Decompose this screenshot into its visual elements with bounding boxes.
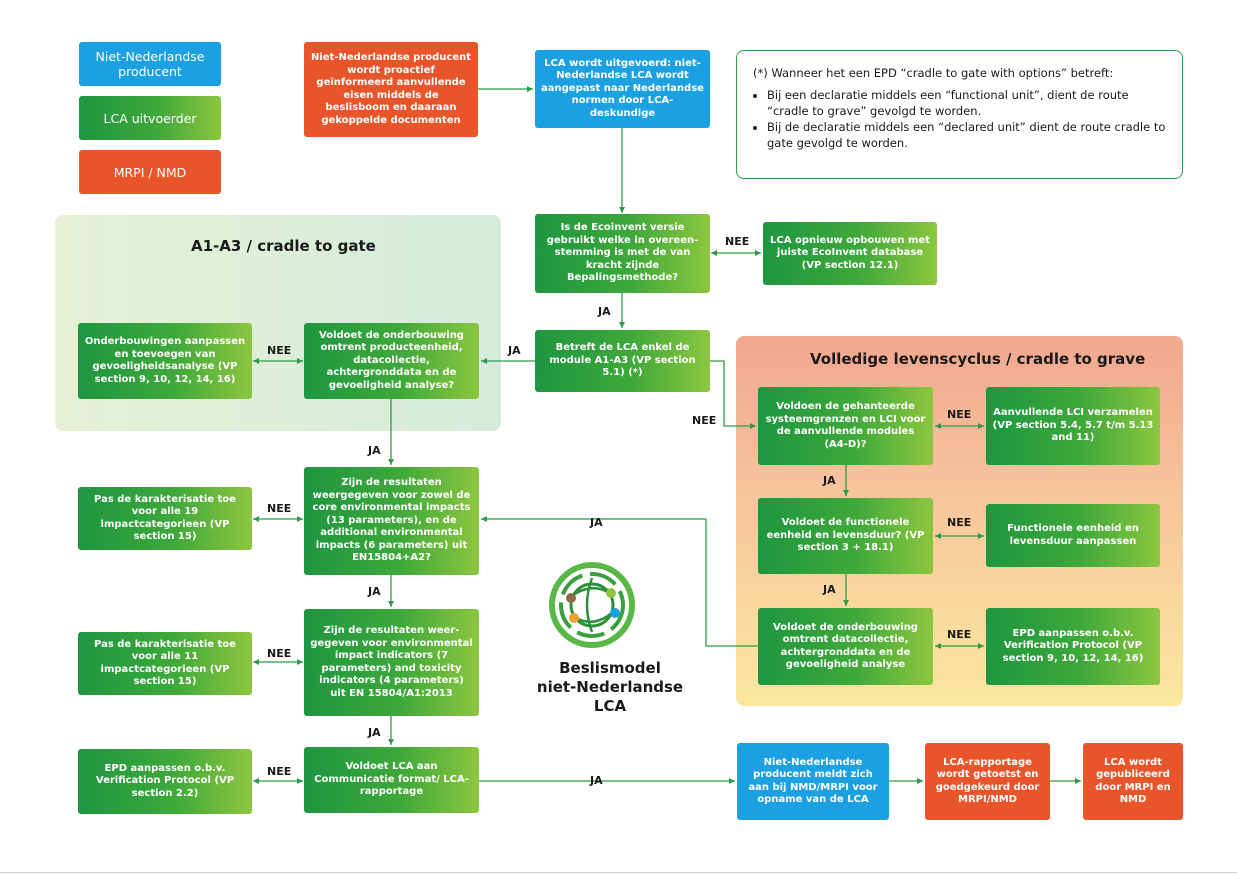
label-ja-results19: JA	[368, 585, 381, 598]
label-nee-sysbound: NEE	[947, 408, 972, 421]
box-communication-question: Voldoet LCA aan Communicatie format/ LCA…	[304, 747, 479, 813]
box-epd-adjust-vp: EPD aanpassen o.b.v. Verification Protoc…	[986, 608, 1160, 685]
box-data-collection-question: Voldoet de onderbouwing omtrent datacoll…	[758, 608, 933, 685]
box-epd-adjust-comm: EPD aanpassen o.b.v. Verification Protoc…	[78, 749, 252, 814]
note-item: Bij een declaratie middels een “function…	[767, 87, 1166, 119]
box-extra-lci: Aanvullende LCI verzamelen (VP section 5…	[986, 387, 1160, 465]
box-functional-unit-question: Voldoet de functionele eenheid en levens…	[758, 498, 933, 574]
label-nee-foundation: NEE	[267, 344, 292, 357]
label-ja-results11: JA	[368, 726, 381, 739]
note-list: Bij een declaratie middels een “function…	[753, 87, 1166, 151]
note-cradle-to-gate-options: (*) Wanneer het een EPD “cradle to gate …	[736, 50, 1183, 179]
label-ja-foundation: JA	[368, 444, 381, 457]
note-item: Bij de declaratie middels een “declared …	[767, 119, 1166, 151]
legend-mrpi: MRPI / NMD	[79, 150, 221, 194]
box-producer-notifies: Niet-Nederlandse producent meldt zich aa…	[737, 743, 889, 820]
label-nee-datacoll: NEE	[947, 628, 972, 641]
legend-producer: Niet-Nederlandse producent	[79, 42, 221, 86]
region-cradle-to-grave-title: Volledige levenscyclus / cradle to grave	[810, 350, 1146, 368]
label-nee-results19: NEE	[267, 502, 292, 515]
label-nee-comm: NEE	[267, 765, 292, 778]
box-ecoinvent-question: Is de Ecoinvent versie gebruikt welke in…	[535, 214, 710, 293]
box-report-tested: LCA-rapportage wordt getoetst en goedgek…	[925, 743, 1050, 820]
box-results-11-question: Zijn de resultaten weer-gegeven voor env…	[304, 609, 479, 716]
label-ja-datacoll: JA	[590, 516, 603, 529]
note-intro: (*) Wanneer het een EPD “cradle to gate …	[753, 66, 1114, 80]
footer-divider	[0, 872, 1237, 873]
box-lca-published: LCA wordt gepubliceerd door MRPI en NMD	[1083, 743, 1183, 820]
box-adjust-foundation: Onderbouwingen aanpassen en toevoegen va…	[78, 323, 252, 399]
box-foundation-question: Voldoet de onderbouwing omtrent producte…	[304, 323, 479, 399]
arrow-datacoll-to-results19	[481, 516, 758, 647]
label-nee-funcunit: NEE	[947, 516, 972, 529]
box-results-19-question: Zijn de resultaten weergegeven voor zowe…	[304, 467, 479, 575]
label-ja-module: JA	[508, 344, 521, 357]
label-ja-comm: JA	[590, 774, 603, 787]
label-nee-ecoinvent: NEE	[725, 235, 750, 248]
box-system-boundaries-question: Voldoen de gehanteerde systeemgrenzen en…	[758, 387, 933, 465]
box-lca-executed: LCA wordt uitgevoerd: niet-Nederlandse L…	[535, 50, 710, 128]
label-ja-ecoinvent: JA	[598, 305, 611, 318]
label-ja-funcunit: JA	[823, 583, 836, 596]
beslismodel-logo	[549, 562, 635, 648]
box-characterisation-19: Pas de karakterisatie toe voor alle 19 i…	[78, 487, 252, 550]
legend-lca: LCA uitvoerder	[79, 96, 221, 140]
box-characterisation-11: Pas de karakterisatie toe voor alle 11 i…	[78, 632, 252, 695]
label-ja-sysbound: JA	[823, 474, 836, 487]
box-adjust-functional-unit: Functionele eenheid en levensduur aanpas…	[986, 504, 1160, 567]
logo-title: Beslismodel niet-Nederlandse LCA	[536, 659, 684, 715]
label-nee-module: NEE	[692, 414, 717, 427]
arrow-module-to-sysbound	[710, 360, 756, 429]
label-nee-results11: NEE	[267, 647, 292, 660]
box-module-question: Betreft de LCA enkel de module A1-A3 (VP…	[535, 330, 710, 392]
region-cradle-to-gate-title: A1-A3 / cradle to gate	[191, 237, 376, 255]
box-rebuild-lca: LCA opnieuw opbouwen met juiste EcoInven…	[763, 222, 937, 285]
box-producer-informed: Niet-Nederlandse producent wordt proacti…	[304, 42, 478, 137]
